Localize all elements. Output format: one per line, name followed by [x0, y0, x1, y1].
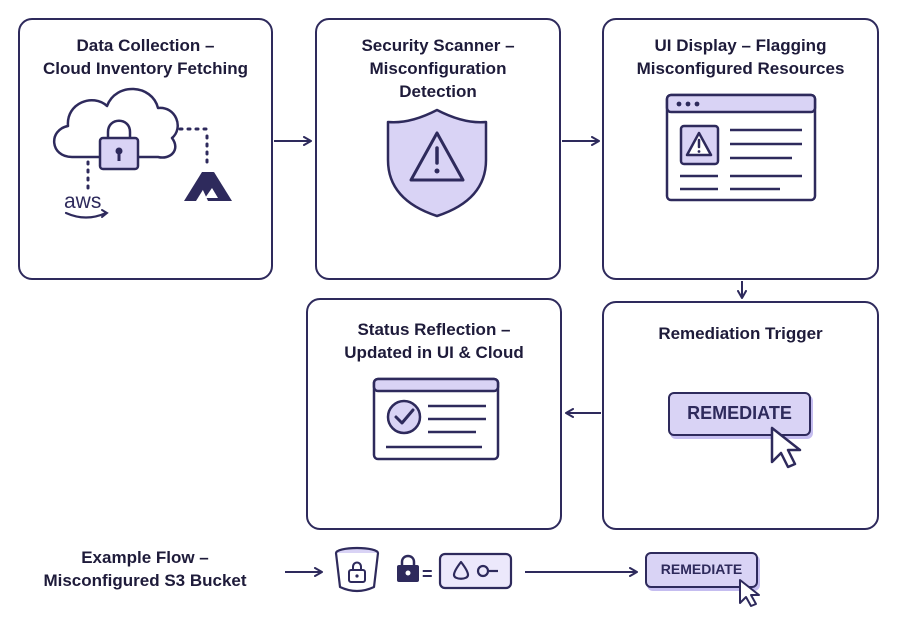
ui-display-card: UI Display – Flagging Misconfigured Reso… — [602, 18, 879, 280]
equals-sign: = — [422, 564, 433, 584]
padlock-icon — [397, 554, 419, 582]
data-collection-title: Data Collection – Cloud Inventory Fetchi… — [43, 36, 248, 78]
ui-display-title: UI Display – Flagging Misconfigured Reso… — [636, 36, 845, 78]
browser-check-icon — [372, 377, 500, 461]
cloud-lock-icon — [52, 87, 179, 171]
security-scanner-title: Security Scanner – Misconfiguration Dete… — [361, 36, 515, 101]
remediate-button[interactable]: REMEDIATE — [668, 392, 811, 436]
aws-logo: aws — [64, 190, 109, 219]
example-remediate-button[interactable]: REMEDIATE — [645, 552, 758, 588]
remediation-trigger-title: Remediation Trigger — [658, 324, 823, 343]
s3-bucket-icon — [334, 546, 380, 593]
browser-window-icon — [665, 93, 817, 202]
svg-text:aws: aws — [64, 190, 101, 213]
status-reflection-title: Status Reflection – Updated in UI & Clou… — [344, 320, 524, 362]
azure-logo-icon — [184, 172, 232, 201]
policy-toggle-icon — [438, 552, 513, 590]
example-flow-label: Example Flow – Misconfigured S3 Bucket — [43, 548, 247, 590]
dotted-connector-lines — [86, 127, 209, 190]
shield-warning-icon — [386, 108, 488, 218]
